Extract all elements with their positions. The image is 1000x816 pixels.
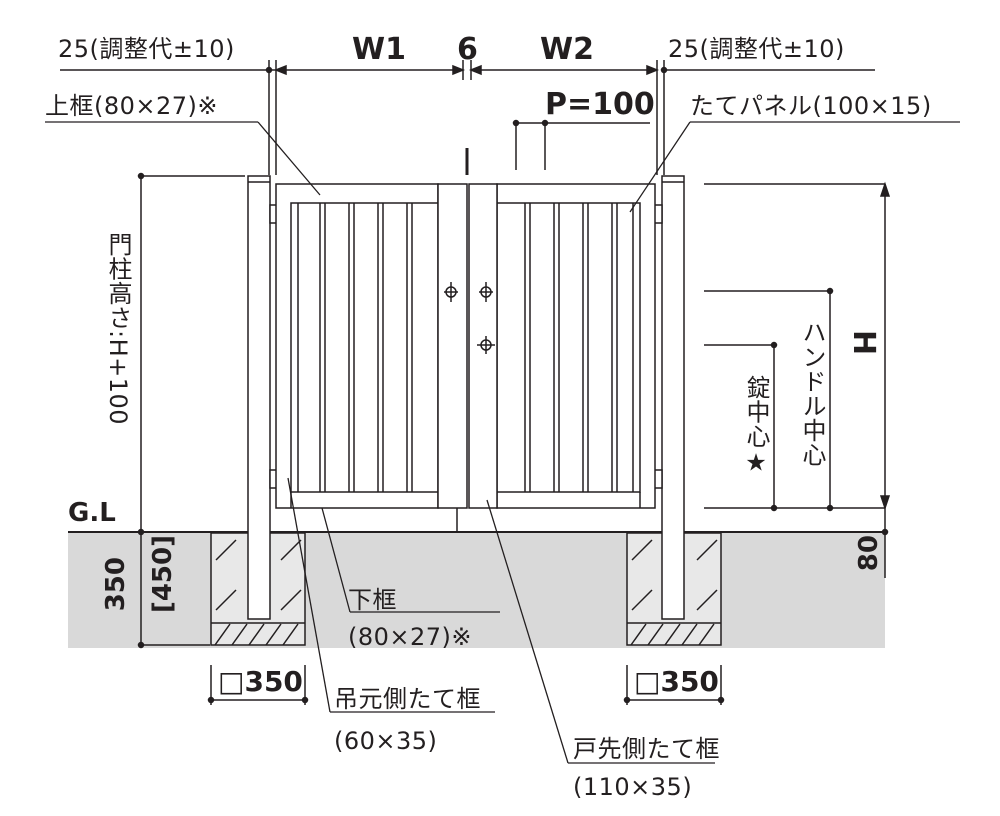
depth-alt-label: [450] <box>148 535 178 614</box>
foundation-left-label: □350 <box>218 665 303 698</box>
gate-leaf-left <box>275 183 439 509</box>
h-dimension <box>704 181 891 578</box>
hinge-stile-size-label: (60×35) <box>334 727 438 755</box>
height-label: H <box>846 330 881 356</box>
bottom-frame-size-label: (80×27)※ <box>348 623 473 651</box>
pitch-dimension <box>512 119 650 170</box>
handle-icon <box>444 282 493 302</box>
foundation-right-label: □350 <box>634 665 719 698</box>
gate-leaf-right <box>496 183 656 509</box>
w1-label: W1 <box>352 32 406 67</box>
post-right <box>661 175 685 620</box>
width-dimension <box>60 60 875 175</box>
leader-lines <box>45 121 960 764</box>
post-height-dimension <box>137 172 245 536</box>
depth-label: 350 <box>101 557 131 612</box>
latch-stile-size-label: (110×35) <box>573 773 693 801</box>
pitch-label: P=100 <box>545 87 655 122</box>
adjust-right-label: 25(調整代±10) <box>668 35 845 63</box>
w2-label: W2 <box>540 32 594 67</box>
bottom-frame-label: 下框 <box>348 586 397 614</box>
top-frame-label: 上框(80×27)※ <box>45 92 219 120</box>
gap-label: 6 <box>457 32 478 67</box>
lock-icon <box>477 336 495 354</box>
latch-stile-label: 戸先側たて框 <box>573 735 720 763</box>
hinge-stile-label: 吊元側たて框 <box>334 685 481 713</box>
latch-stiles <box>437 148 498 532</box>
panel-label: たてパネル(100×15) <box>690 92 932 120</box>
handle-center-label: ハンドル中心 <box>798 320 826 467</box>
adjust-left-label: 25(調整代±10) <box>58 35 235 63</box>
depth-dimension <box>137 532 210 649</box>
post-left <box>247 175 271 620</box>
foundation-depth-label: 80 <box>854 535 884 572</box>
foundation-width-dims <box>207 665 725 705</box>
lock-center-label: 錠中心★ <box>742 375 770 477</box>
ground-area <box>68 533 885 648</box>
ground-level-label: G.L <box>68 498 116 528</box>
post-height-label: 門柱高さ:H+100 <box>104 232 132 426</box>
